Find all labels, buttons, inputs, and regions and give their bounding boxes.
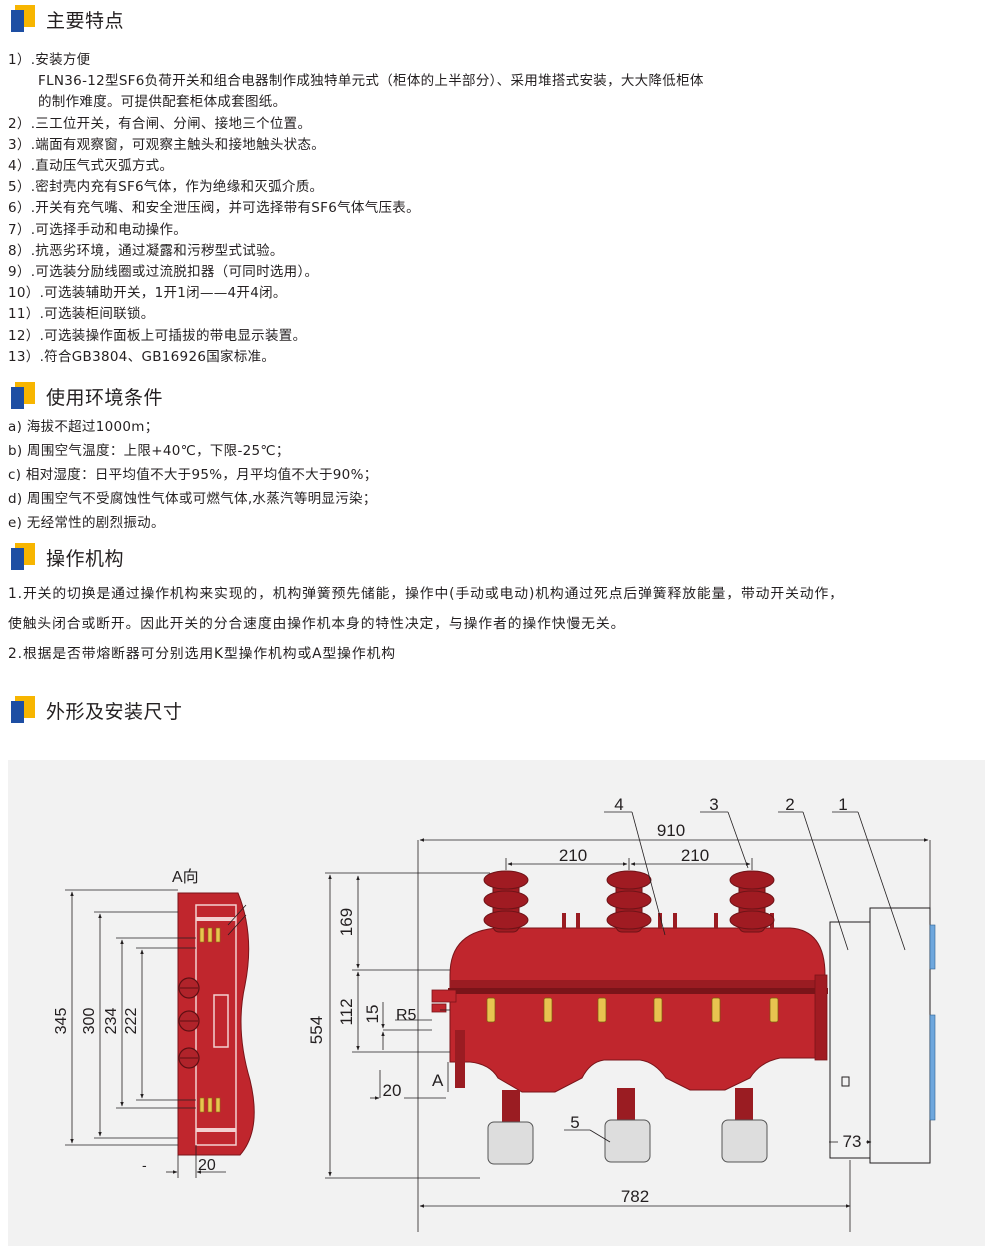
dim-label: 210 [681, 846, 709, 865]
dim-label: 169 [337, 908, 356, 936]
callout-label: 1 [838, 795, 847, 814]
bolt-icon [199, 927, 221, 1113]
insulator-icon [483, 870, 775, 933]
section-title: 使用环境条件 [46, 386, 164, 409]
bolt-icon [486, 997, 779, 1023]
environment-list: a) 海拔不超过1000m； b) 周围空气温度：上限+40℃，下限-25℃； … [8, 415, 378, 535]
paragraph: 使触头闭合或断开。因此开关的分合速度由操作机本身的特性决定，与操作者的操作快慢无… [8, 616, 626, 632]
mechanism-text: 1.开关的切换是通过操作机构来实现的，机构弹簧预先储能，操作中(手动或电动)机构… [8, 579, 993, 669]
switch-tank-body [449, 927, 826, 1093]
dim-label: 20 [198, 1157, 216, 1174]
cabinet-panel-2 [829, 921, 871, 1159]
list-item: 6）.开关有充气嘴、和安全泄压阀，并可选择带有SF6气体气压表。 [8, 200, 420, 217]
features-list: 1）.安装方便 FLN36-12型SF6负荷开关和组合电器制作成独特单元式（柜体… [8, 50, 704, 368]
list-item: 10）.可选装辅助开关，1开1闭——4开4闭。 [8, 285, 287, 302]
section-mark: A [432, 1071, 444, 1090]
drawing-svg: A向 345 300 234 222 20 - [53, 795, 936, 1232]
list-item: a) 海拔不超过1000m； [8, 419, 159, 435]
section-marker-icon [8, 696, 38, 724]
section-marker-icon [8, 382, 38, 410]
list-item: 13）.符合GB3804、GB16926国家标准。 [8, 348, 276, 365]
front-view: 910 210 210 554 169 112 15 R5 20 A 782 7… [307, 795, 936, 1232]
paragraph: 2.根据是否带熔断器可分别选用K型操作机构或A型操作机构 [8, 646, 396, 662]
dim-label: 222 [123, 1008, 140, 1035]
list-item: 3）.端面有观察窗，可观察主触头和接地触头状态。 [8, 136, 326, 153]
callout-label: 4 [614, 795, 623, 814]
section-header-mechanism: 操作机构 [8, 542, 124, 572]
paragraph: 1.开关的切换是通过操作机构来实现的，机构弹簧预先储能，操作中(手动或电动)机构… [8, 586, 844, 602]
list-item: 11）.可选装柜间联锁。 [8, 306, 155, 323]
dim-label: R5 [396, 1007, 417, 1024]
side-view: A向 345 300 234 222 20 - [53, 868, 255, 1178]
list-item: 7）.可选择手动和电动操作。 [8, 221, 188, 238]
dim-label: 910 [657, 821, 685, 840]
dim-label: 112 [337, 998, 356, 1025]
list-item: 12）.可选装操作面板上可插拔的带电显示装置。 [8, 327, 307, 344]
section-title: 主要特点 [46, 9, 125, 32]
list-item: 1）.安装方便 [8, 52, 91, 68]
list-item: c) 相对湿度：日平均值不大于95%，月平均值不大于90%； [8, 467, 378, 483]
dim-label: 554 [307, 1016, 326, 1044]
list-item: e) 无经常性的剧烈振动。 [8, 515, 165, 531]
list-item: 5）.密封壳内充有SF6气体，作为绝缘和灭弧介质。 [8, 179, 324, 196]
section-header-dimensions: 外形及安装尺寸 [8, 695, 183, 725]
list-item: 8）.抗恶劣环境，通过凝露和污秽型式试验。 [8, 242, 284, 259]
list-item: 9）.可选装分励线圈或过流脱扣器（可同时选用）。 [8, 264, 319, 281]
side-view-body [177, 892, 255, 1156]
dim-label: - [142, 1157, 147, 1173]
section-header-features: 主要特点 [8, 4, 124, 34]
dim-label: 73 [843, 1132, 862, 1151]
dim-label: 345 [53, 1008, 70, 1035]
list-item: FLN36-12型SF6负荷开关和组合电器制作成独特单元式（柜体的上半部分）、采… [38, 73, 704, 90]
dim-label: 20 [383, 1081, 402, 1100]
list-item: b) 周围空气温度：上限+40℃，下限-25℃； [8, 443, 290, 459]
fuse-icon [487, 1119, 768, 1165]
dimension-drawing: A向 345 300 234 222 20 - [8, 760, 985, 1246]
callout-label: 2 [785, 795, 794, 814]
dim-label: 300 [81, 1008, 98, 1035]
dim-label: 15 [363, 1005, 382, 1024]
list-item: d) 周围空气不受腐蚀性气体或可燃气体,水蒸汽等明显污染； [8, 491, 377, 507]
section-header-environment: 使用环境条件 [8, 381, 163, 411]
section-marker-icon [8, 5, 38, 33]
section-title: 操作机构 [46, 547, 125, 570]
list-item: 2）.三工位开关，有合闸、分闸、接地三个位置。 [8, 115, 312, 132]
side-view-label: A向 [172, 868, 199, 886]
section-marker-icon [8, 543, 38, 571]
callout-label: 3 [709, 795, 718, 814]
port-icon [178, 977, 200, 1069]
list-item: 的制作难度。可提供配套柜体成套图纸。 [38, 94, 287, 111]
callout-label: 5 [570, 1113, 579, 1132]
dim-label: 210 [559, 846, 587, 865]
dim-label: 234 [103, 1008, 120, 1035]
section-title: 外形及安装尺寸 [46, 700, 183, 723]
dim-label: 782 [621, 1187, 649, 1206]
list-item: 4）.直动压气式灭弧方式。 [8, 158, 174, 175]
cabinet-panel-1 [869, 907, 931, 1164]
